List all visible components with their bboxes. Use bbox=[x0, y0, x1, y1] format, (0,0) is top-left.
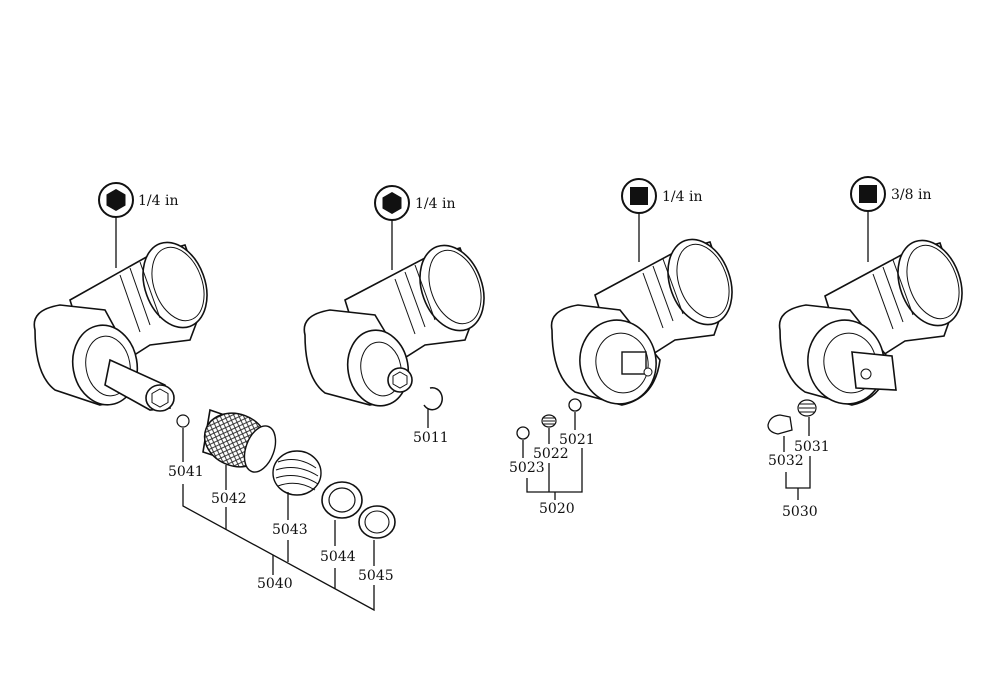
part-label-5021: 5021 bbox=[559, 432, 595, 448]
snap-ring-5011 bbox=[423, 386, 443, 411]
part-label-5031: 5031 bbox=[794, 439, 830, 455]
ring-5044 bbox=[321, 481, 363, 519]
ball-part-5041 bbox=[176, 414, 190, 428]
part-label-5020: 5020 bbox=[539, 501, 575, 517]
part-label-5043: 5043 bbox=[272, 522, 308, 538]
part-label-5022: 5022 bbox=[533, 446, 569, 462]
spring-part-5031 bbox=[797, 399, 817, 417]
angle-head-c: 1/4 in 5021 5022 5023 5020 bbox=[509, 178, 733, 517]
part-label-5032: 5032 bbox=[768, 453, 804, 469]
knurled-sleeve-5042 bbox=[202, 408, 277, 473]
square-drive-icon bbox=[850, 176, 886, 212]
hexagon-icon bbox=[374, 185, 410, 221]
part-label-5030: 5030 bbox=[782, 504, 818, 520]
part-label-5023: 5023 bbox=[509, 460, 545, 476]
angle-head-b: 1/4 in 5011 bbox=[303, 185, 485, 446]
angle-head-a: 1/4 in bbox=[33, 182, 396, 612]
drive-size-label-d: 3/8 in bbox=[891, 187, 931, 203]
drive-size-label-b: 1/4 in bbox=[415, 196, 455, 212]
part-label-5045: 5045 bbox=[358, 568, 394, 584]
square-drive-icon bbox=[621, 178, 657, 214]
part-label-5042: 5042 bbox=[211, 491, 247, 507]
spring-5043 bbox=[272, 450, 322, 496]
part-label-5040: 5040 bbox=[257, 576, 293, 592]
drive-size-label-a: 1/4 in bbox=[138, 193, 178, 209]
drive-size-label-c: 1/4 in bbox=[662, 189, 702, 205]
pin-part-5023 bbox=[516, 426, 530, 440]
spring-part-5022 bbox=[541, 414, 557, 428]
angle-head-d: 3/8 in 5031 5032 5030 bbox=[767, 176, 963, 520]
hexagon-icon bbox=[98, 182, 134, 218]
snap-ring-5045 bbox=[358, 505, 396, 539]
plunger-part-5032 bbox=[767, 414, 793, 435]
part-label-5044: 5044 bbox=[320, 549, 356, 565]
part-label-5011: 5011 bbox=[413, 430, 449, 446]
detent-part-5021 bbox=[568, 398, 582, 412]
part-label-5041: 5041 bbox=[168, 464, 204, 480]
